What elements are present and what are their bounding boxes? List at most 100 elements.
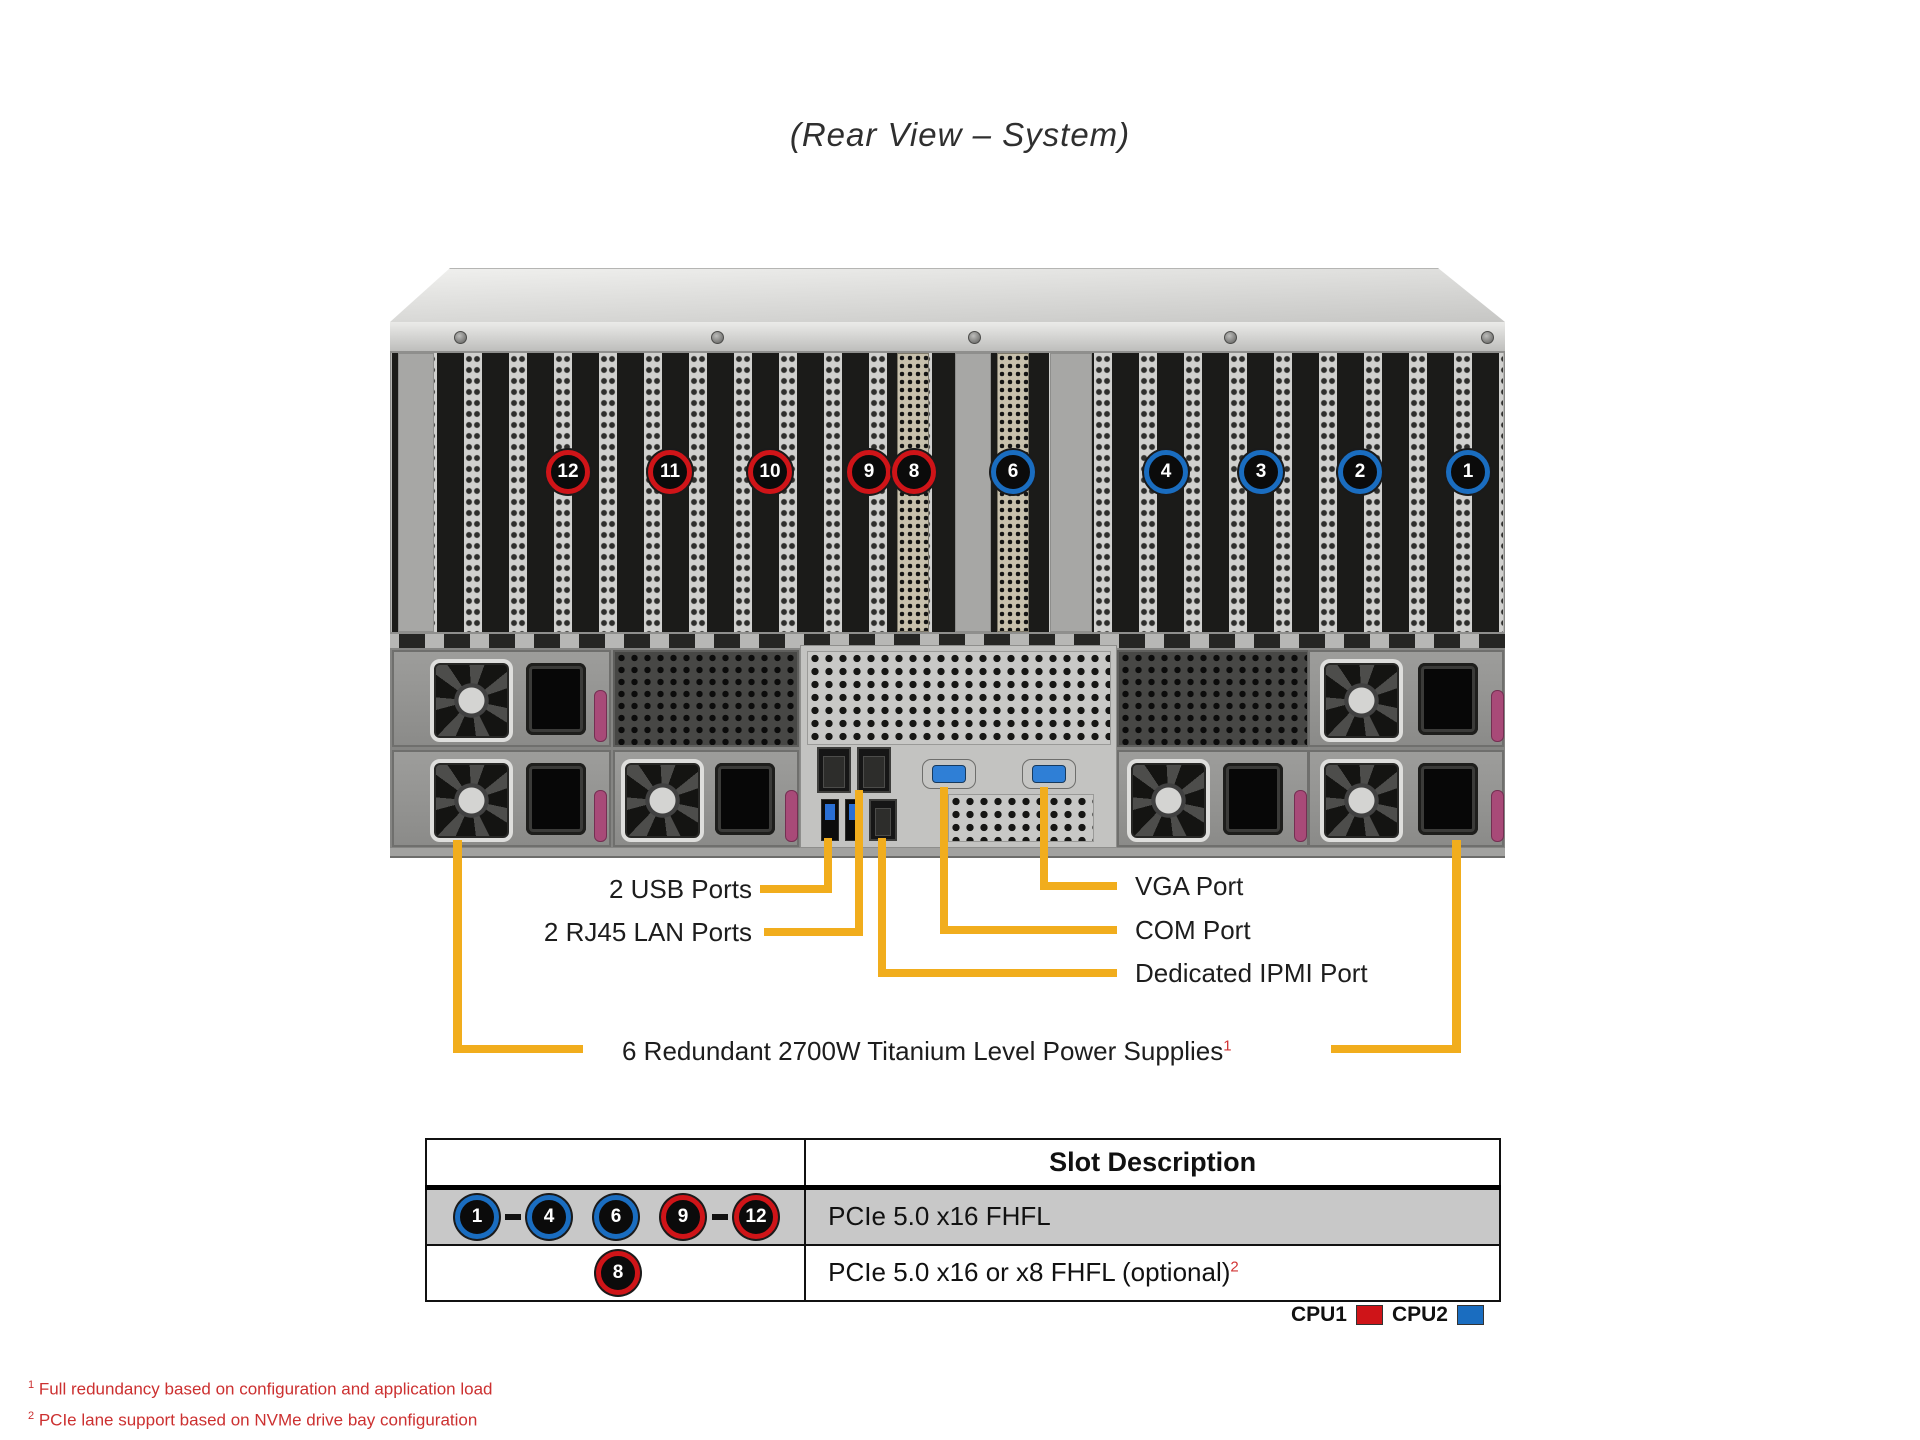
callout-line-lan-h (764, 928, 863, 936)
psu-fan (621, 759, 704, 842)
screw-icon (454, 331, 467, 344)
desc-footnote-ref: 2 (1230, 1258, 1239, 1276)
callout-label-lan: 2 RJ45 LAN Ports (543, 917, 752, 947)
psu-ac-inlet (1418, 663, 1478, 735)
psu-latch (1294, 790, 1307, 842)
chassis-top-rail (390, 322, 1505, 353)
slot-circle: 1 (1446, 450, 1490, 494)
slot-circle: 8 (596, 1250, 640, 1295)
footnote: 2 PCIe lane support based on NVMe drive … (28, 1409, 478, 1430)
psu-fan (1320, 659, 1403, 742)
psu-label-text: 6 Redundant 2700W Titanium Level Power S… (622, 1036, 1224, 1066)
legend-label: CPU1 (1290, 1303, 1347, 1326)
legend-color-swatch (1355, 1305, 1383, 1325)
lan-port-1 (817, 747, 851, 793)
psu-footnote-ref: 1 (1223, 1037, 1232, 1055)
legend-label: CPU2 (1391, 1303, 1448, 1326)
slot-filler-panel (955, 353, 991, 632)
slot-circle: 3 (1239, 450, 1283, 494)
callout-line-vga-v (1040, 787, 1048, 890)
psu-ac-inlet (1418, 763, 1478, 835)
callout-line-psu-right-v (1452, 840, 1461, 1053)
vga-port (1022, 759, 1076, 789)
table-header-description: Slot Description (804, 1138, 1501, 1190)
psu-unit (392, 750, 611, 847)
psu-latch (594, 690, 607, 742)
callout-label-psu: 6 Redundant 2700W Titanium Level Power S… (622, 1036, 1232, 1067)
slot-circle: 4 (527, 1194, 571, 1239)
callout-label-ipmi: Dedicated IPMI Port (1135, 958, 1368, 988)
callout-label-com: COM Port (1135, 915, 1251, 945)
psu-ac-inlet (715, 763, 775, 835)
slot-bottom-rail (390, 632, 1505, 648)
psu-unit (1308, 650, 1504, 747)
lan-port-2 (857, 747, 891, 793)
psu-unit (392, 650, 611, 747)
screw-icon (1481, 331, 1494, 344)
io-vent-grille (807, 651, 1111, 745)
psu-latch (1491, 690, 1504, 742)
footnote-ref: 1 (28, 1379, 35, 1391)
psu-fan (1320, 759, 1403, 842)
table-header-row: Slot Description (424, 1138, 1501, 1190)
psu-unit (1308, 750, 1504, 847)
slot-circle: 12 (734, 1194, 778, 1239)
psu-fan (430, 659, 513, 742)
slot-circle: 11 (648, 450, 692, 494)
callout-line-ipmi-h (878, 969, 1117, 977)
callout-line-com-h (940, 926, 1117, 934)
slot-range-dash (712, 1213, 728, 1220)
cpu-legend: CPU1 CPU2 (1291, 1303, 1484, 1327)
slim-slot-vent (948, 794, 1094, 842)
io-tray (800, 645, 1117, 848)
callout-line-psu-right-h (1331, 1045, 1461, 1053)
slot-circle: 4 (1144, 450, 1188, 494)
slot-circle: 12 (546, 450, 590, 494)
table-cell-description: PCIe 5.0 x16 FHFL (804, 1186, 1501, 1246)
usb-port-1 (821, 799, 839, 841)
screw-icon (1224, 331, 1237, 344)
com-port (922, 759, 976, 789)
slot-filler-panel (1050, 353, 1092, 632)
chassis-top-face (390, 268, 1505, 322)
table-header-slots (424, 1138, 807, 1190)
psu-blank-vent (1117, 650, 1309, 747)
psu-fan (1127, 759, 1210, 842)
psu-latch (594, 790, 607, 842)
psu-latch (1491, 790, 1504, 842)
callout-line-usb-v (824, 838, 832, 893)
table-cell-description: PCIe 5.0 x16 or x8 FHFL (optional)2 (804, 1243, 1501, 1302)
callout-line-psu-left-h (453, 1045, 583, 1053)
ipmi-port (869, 799, 897, 841)
psu-ac-inlet (1223, 763, 1283, 835)
legend-color-swatch (1457, 1305, 1484, 1325)
callout-label-vga: VGA Port (1135, 871, 1244, 901)
psu-fan (430, 759, 513, 842)
callout-line-usb-h (760, 885, 832, 893)
psu-blank-vent (613, 650, 799, 747)
psu-unit (1117, 750, 1309, 847)
table-row: 8 PCIe 5.0 x16 or x8 FHFL (optional)2 (424, 1243, 1501, 1302)
screw-icon (711, 331, 724, 344)
page-title: (Rear View – System) (789, 116, 1131, 153)
psu-ac-inlet (526, 763, 586, 835)
footnote: 1 Full redundancy based on configuration… (28, 1379, 493, 1399)
slot-circle: 6 (991, 450, 1035, 494)
psu-ac-inlet (526, 663, 586, 735)
pcie-slot-area (392, 353, 1503, 632)
callout-line-psu-left-v (453, 840, 462, 1053)
slot-filler-panel (398, 353, 434, 632)
callout-line-vga-h (1040, 882, 1117, 890)
slot-circle: 6 (594, 1194, 638, 1239)
callout-line-lan-v (855, 790, 863, 936)
slot-circle: 9 (847, 450, 891, 494)
psu-latch (785, 790, 798, 842)
slot-circle: 1 (455, 1194, 499, 1239)
callout-line-com-v (940, 787, 948, 934)
footnotes: 1 Full redundancy based on configuration… (28, 1372, 493, 1433)
slot-range-dash (505, 1213, 521, 1220)
